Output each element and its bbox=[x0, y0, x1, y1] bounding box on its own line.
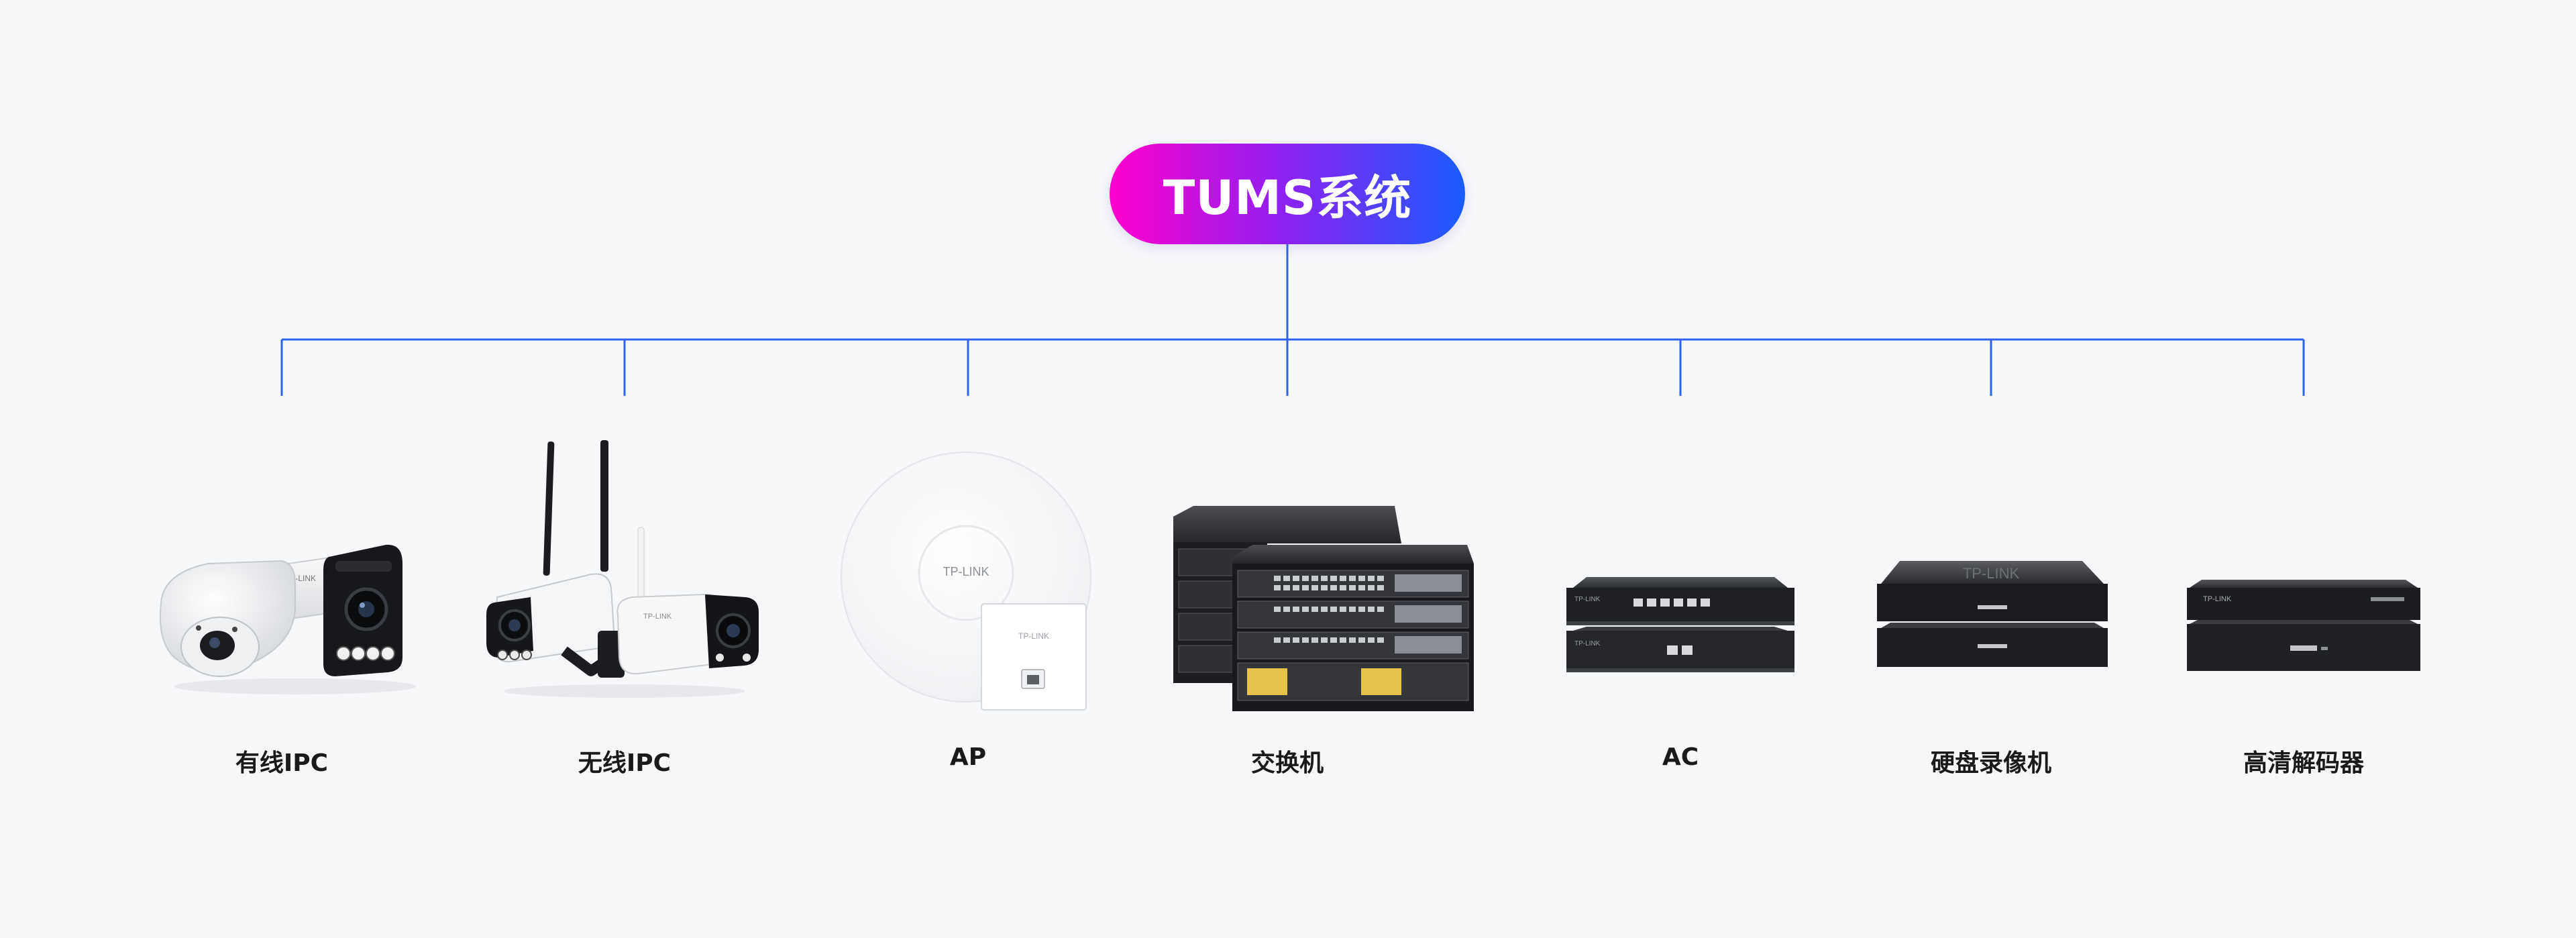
device-label: 交换机 bbox=[1250, 749, 1324, 777]
brand-mark: TP-LINK bbox=[1574, 640, 1601, 647]
device-node-hd-decoder: TP-LINK 高清解码器 bbox=[2156, 429, 2451, 778]
device-label: AP bbox=[949, 743, 987, 771]
nvr-icon: TP-LINK bbox=[1877, 561, 2108, 667]
brand-mark: TP-LINK bbox=[1963, 565, 2020, 582]
device-label: 有线IPC bbox=[235, 749, 329, 777]
brand-mark: TP-LINK bbox=[2203, 595, 2232, 603]
access-point-icon: TP-LINK TP-LINK bbox=[841, 452, 1091, 711]
device-node-ap: TP-LINK TP-LINK AP bbox=[820, 429, 1116, 778]
wireless-ipc-camera-icon: TP-LINK bbox=[486, 440, 759, 698]
device-node-wired-ipc: TP-LINK 有线IPC bbox=[134, 429, 429, 778]
hd-decoder-icon: TP-LINK bbox=[2187, 580, 2420, 671]
device-node-nvr: TP-LINK 硬盘录像机 bbox=[1843, 429, 2139, 778]
device-node-wireless-ipc: TP-LINK 无线IPC bbox=[477, 429, 772, 778]
device-label: AC bbox=[1662, 743, 1699, 771]
device-node-switch: 交换机 bbox=[1140, 429, 1475, 778]
root-node-label: TUMS系统 bbox=[1163, 170, 1412, 225]
brand-mark: TP-LINK bbox=[943, 565, 989, 578]
device-node-ac: TP-LINK TP-LINK AC bbox=[1533, 429, 1828, 778]
brand-mark: TP-LINK bbox=[643, 613, 672, 621]
wired-ipc-camera-icon: TP-LINK bbox=[159, 544, 416, 694]
root-node-tums: TUMS系统 bbox=[1110, 144, 1465, 244]
device-label: 高清解码器 bbox=[2243, 749, 2364, 777]
brand-mark: TP-LINK bbox=[1018, 631, 1049, 641]
access-controller-icon: TP-LINK TP-LINK bbox=[1566, 577, 1794, 672]
switch-icon bbox=[1173, 506, 1474, 711]
device-label: 无线IPC bbox=[578, 749, 672, 777]
brand-mark: TP-LINK bbox=[1574, 596, 1601, 603]
device-label: 硬盘录像机 bbox=[1930, 749, 2051, 777]
